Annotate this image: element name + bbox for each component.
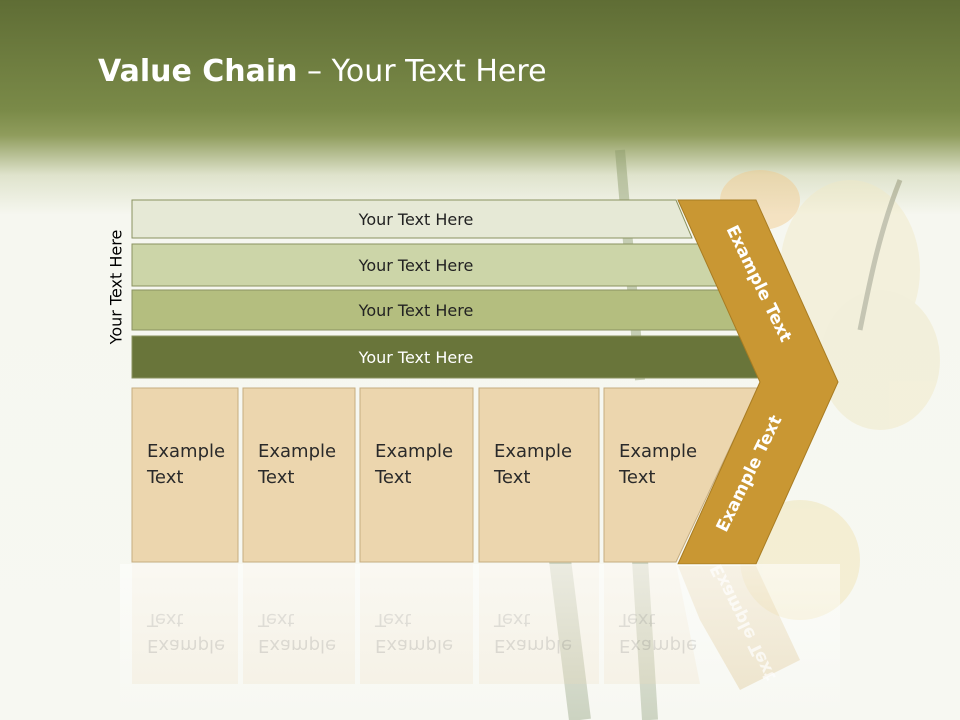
support-bar-1	[131, 199, 693, 239]
activity-line-1: Example	[375, 441, 454, 462]
activity-line-1: Example	[258, 441, 337, 462]
activity-line-2: Text	[258, 467, 295, 488]
activity-line-2: Text	[494, 467, 531, 488]
support-bar-label-1: Your Text Here	[358, 210, 474, 229]
slide-title: Value Chain – Your Text Here	[98, 54, 547, 89]
reflection-fade	[120, 564, 840, 720]
support-bar-label-3: Your Text Here	[358, 301, 474, 320]
activity-line-1: Example	[147, 441, 226, 462]
activity-line-2: Text	[375, 467, 412, 488]
activity-line-1: Example	[619, 441, 698, 462]
activity-line-2: Text	[619, 467, 656, 488]
activity-card-2	[242, 387, 356, 563]
title-bold: Value Chain	[98, 54, 298, 89]
activity-card-4	[478, 387, 600, 563]
support-bar-label-4: Your Text Here	[358, 348, 474, 367]
support-bar-label-2: Your Text Here	[358, 256, 474, 275]
activity-card-3	[359, 387, 474, 563]
activity-card-1	[131, 387, 239, 563]
activity-line-1: Example	[494, 441, 573, 462]
activity-line-2: Text	[147, 467, 184, 488]
vertical-label: Your Text Here	[106, 229, 126, 345]
activity-card-5	[603, 387, 759, 563]
title-rest: – Your Text Here	[297, 54, 547, 89]
